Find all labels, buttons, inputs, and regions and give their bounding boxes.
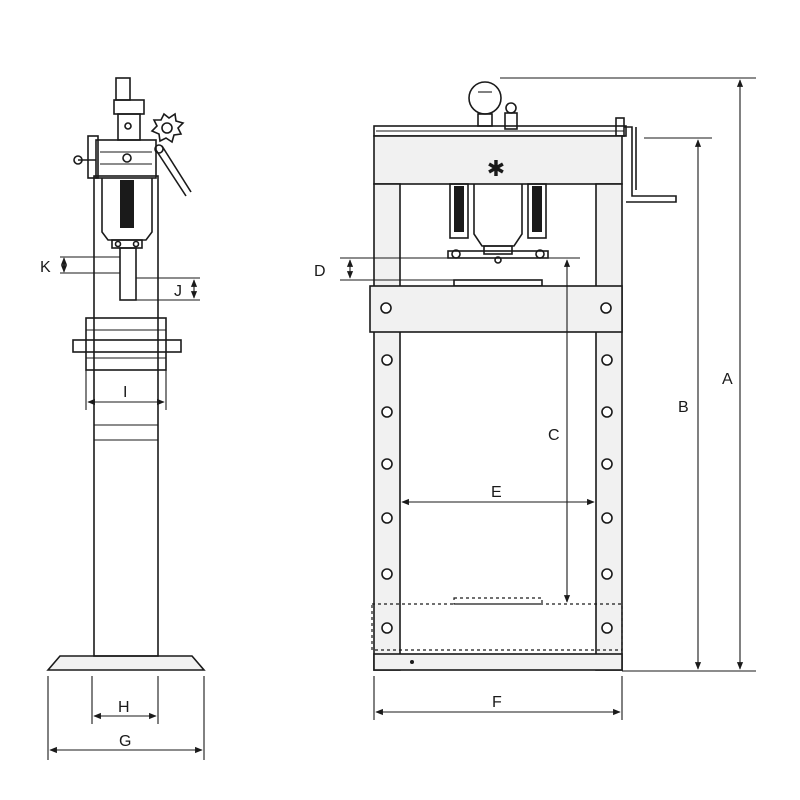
- front-right-hole-4: [601, 512, 613, 524]
- side-gauge-dot: [124, 122, 132, 130]
- front-right-spring: [532, 186, 542, 232]
- front-right-hole-3: [601, 458, 613, 470]
- front-valve-knob: [505, 102, 517, 114]
- front-base-bar: [373, 653, 623, 671]
- front-lower-bed-position: [371, 603, 623, 651]
- dim-k-label: K: [40, 259, 51, 276]
- side-gauge-body: [117, 113, 141, 141]
- front-left-hole-2: [381, 406, 393, 418]
- side-knob: [73, 155, 83, 165]
- side-head-pivot: [122, 153, 132, 163]
- front-right-hole-2: [601, 406, 613, 418]
- side-bed-clamp: [85, 317, 167, 371]
- front-cylinder: [473, 184, 523, 247]
- front-right-post: [595, 183, 623, 671]
- side-head-frame: [95, 139, 157, 179]
- side-view: K J I H G: [40, 77, 206, 760]
- side-ram: [119, 247, 137, 301]
- front-crosshead-mark-icon: ✱: [487, 157, 505, 182]
- front-left-hole-3: [381, 458, 393, 470]
- front-right-hole-6: [601, 622, 613, 634]
- front-right-hole-5: [601, 568, 613, 580]
- front-lower-tool-plate: [453, 597, 543, 605]
- dim-g-label: G: [119, 733, 131, 750]
- front-right-hole-1: [601, 354, 613, 366]
- front-upper-crosshead: [373, 135, 623, 185]
- side-head-flange: [87, 135, 99, 179]
- side-pump-handle-pivot: [154, 144, 164, 154]
- front-ram: [483, 245, 513, 255]
- front-press-bed: [369, 285, 623, 333]
- side-pump-handle: [155, 149, 187, 197]
- front-bed-hole-right: [600, 302, 612, 314]
- dim-j-label: J: [174, 283, 182, 300]
- front-left-hole-4: [381, 512, 393, 524]
- side-spring: [120, 180, 134, 228]
- side-collar-bolt-left: [114, 240, 122, 248]
- dim-d-label: D: [314, 263, 326, 280]
- front-view: ✱: [314, 77, 756, 720]
- side-gauge-block: [113, 99, 145, 115]
- side-column: [93, 175, 159, 657]
- front-left-hole-5: [381, 568, 393, 580]
- dim-e-label: E: [491, 484, 502, 501]
- side-base-plate: [46, 655, 206, 671]
- front-crank-bracket: [615, 117, 625, 137]
- side-gauge-stem: [115, 77, 131, 101]
- side-pump-gear-hub: [161, 122, 173, 134]
- dim-b-label: B: [678, 399, 689, 416]
- front-left-post: [373, 183, 401, 671]
- front-pressure-gauge: [468, 81, 502, 115]
- side-collar-bolt-right: [132, 240, 140, 248]
- dim-f-label: F: [492, 694, 502, 711]
- front-left-spring: [454, 186, 464, 232]
- front-left-hole-6: [381, 622, 393, 634]
- dim-a-label: A: [722, 371, 733, 388]
- front-left-hole-1: [381, 354, 393, 366]
- dim-h-label: H: [118, 699, 130, 716]
- side-pump-gear: [150, 112, 185, 144]
- front-base-dot: [410, 660, 414, 664]
- front-gauge-stem: [477, 113, 493, 127]
- front-crank-handle: [624, 126, 677, 203]
- side-bed-pin: [72, 339, 182, 353]
- dim-c-label: C: [548, 427, 560, 444]
- front-bed-hole-left: [380, 302, 392, 314]
- front-ram-tip: [494, 256, 502, 264]
- front-left-spring-housing: [449, 183, 469, 239]
- front-valve-body: [504, 112, 518, 130]
- dim-i-label: I: [123, 384, 127, 401]
- front-tool-plate: [453, 279, 543, 287]
- side-pump-handle-edge: [161, 145, 192, 193]
- front-right-spring-housing: [527, 183, 547, 239]
